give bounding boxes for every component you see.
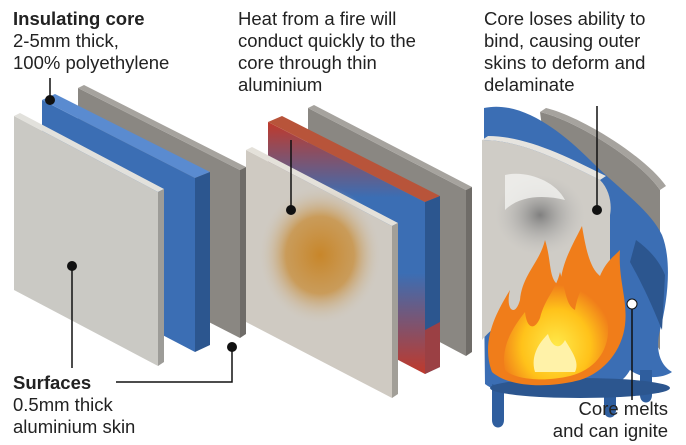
heat-label-line4: aluminium [238, 74, 323, 95]
melt-label-line2: and can ignite [552, 420, 668, 441]
surfaces-label: Surfaces 0.5mm thick aluminium skin [13, 372, 135, 438]
flame-inner [504, 268, 609, 380]
delaminate-label-line1: Core loses ability to [484, 8, 646, 29]
core-label-line2: 100% polyethylene [13, 52, 170, 73]
surfaces-label-title: Surfaces [13, 372, 92, 393]
panel-3-leaders [596, 106, 633, 400]
surface-pointer-dot [67, 261, 77, 271]
panel-2-layers [246, 105, 472, 398]
heat-label-line1: Heat from a fire will [238, 8, 397, 29]
delaminate-label-line3: skins to deform and [484, 52, 646, 73]
back-surface-pointer-dot [227, 342, 237, 352]
heat-label-line2: conduct quickly to the [238, 30, 416, 51]
heat-spot [258, 185, 382, 325]
delaminate-label-line2: bind, causing outer [484, 30, 641, 51]
panel-1-layers [14, 85, 246, 366]
melt-pointer-dot [626, 298, 638, 310]
heat-label: Heat from a fire will conduct quickly to… [238, 8, 416, 96]
core-label-title: Insulating core [13, 8, 145, 29]
core-label-line1: 2-5mm thick, [13, 30, 119, 51]
core-drip [492, 384, 504, 428]
core-label: Insulating core 2-5mm thick, 100% polyet… [13, 8, 169, 74]
delaminate-label: Core loses ability to bind, causing oute… [484, 8, 645, 96]
heat-pointer-dot [286, 205, 296, 215]
surfaces-label-line2: aluminium skin [13, 416, 136, 437]
delaminate-pointer-dot [592, 205, 602, 215]
front-skin [14, 116, 158, 366]
delaminate-label-line4: delaminate [484, 74, 575, 95]
surfaces-label-line1: 0.5mm thick [13, 394, 113, 415]
heat-label-line3: core through thin [238, 52, 377, 73]
fire-flames [488, 226, 626, 386]
melt-label: Core melts and can ignite [526, 398, 668, 442]
core-pointer-dot [45, 95, 55, 105]
melt-label-line1: Core melts [578, 398, 668, 419]
